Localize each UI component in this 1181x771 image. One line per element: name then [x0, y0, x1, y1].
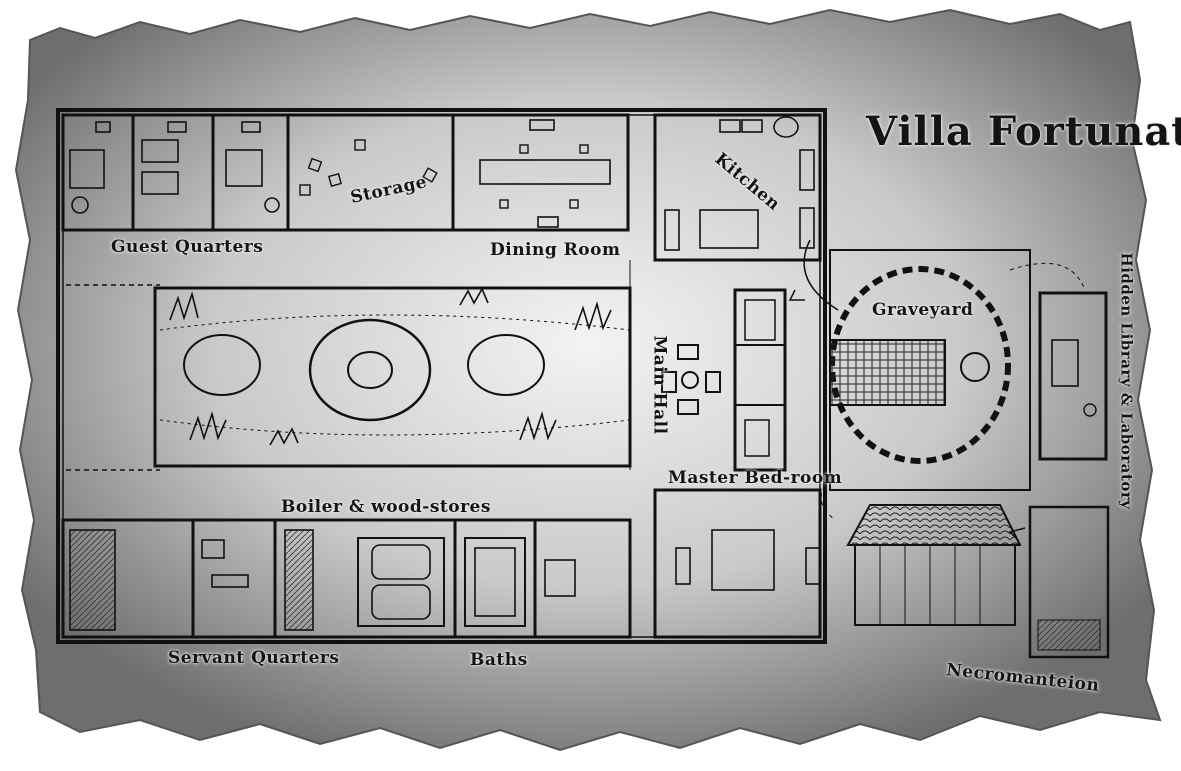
- main-hall: [629, 260, 787, 472]
- label-guest-quarters: Guest Quarters: [111, 237, 264, 257]
- necromanteion: [846, 504, 1110, 659]
- bottom-furniture: [69, 529, 821, 631]
- villa-outer-wall: [56, 108, 827, 644]
- hidden-library: [1038, 291, 1108, 461]
- label-main-hall: Main Hall: [649, 335, 670, 435]
- label-master-bedroom: Master Bed-room: [668, 468, 843, 488]
- label-dining-room: Dining Room: [490, 240, 621, 260]
- label-baths: Baths: [470, 650, 528, 670]
- top-furniture: [69, 116, 815, 251]
- graveyard: [788, 239, 1086, 521]
- top-rooms: [61, 113, 822, 262]
- label-servant-quarters: Servant Quarters: [168, 648, 340, 668]
- bottom-rooms: [61, 488, 822, 639]
- label-graveyard: Graveyard: [872, 300, 974, 320]
- label-hidden-library: Hidden Library & Laboratory: [1117, 252, 1136, 510]
- label-boiler: Boiler & wood-stores: [281, 497, 491, 517]
- map-title: Villa Fortunata: [866, 108, 1181, 155]
